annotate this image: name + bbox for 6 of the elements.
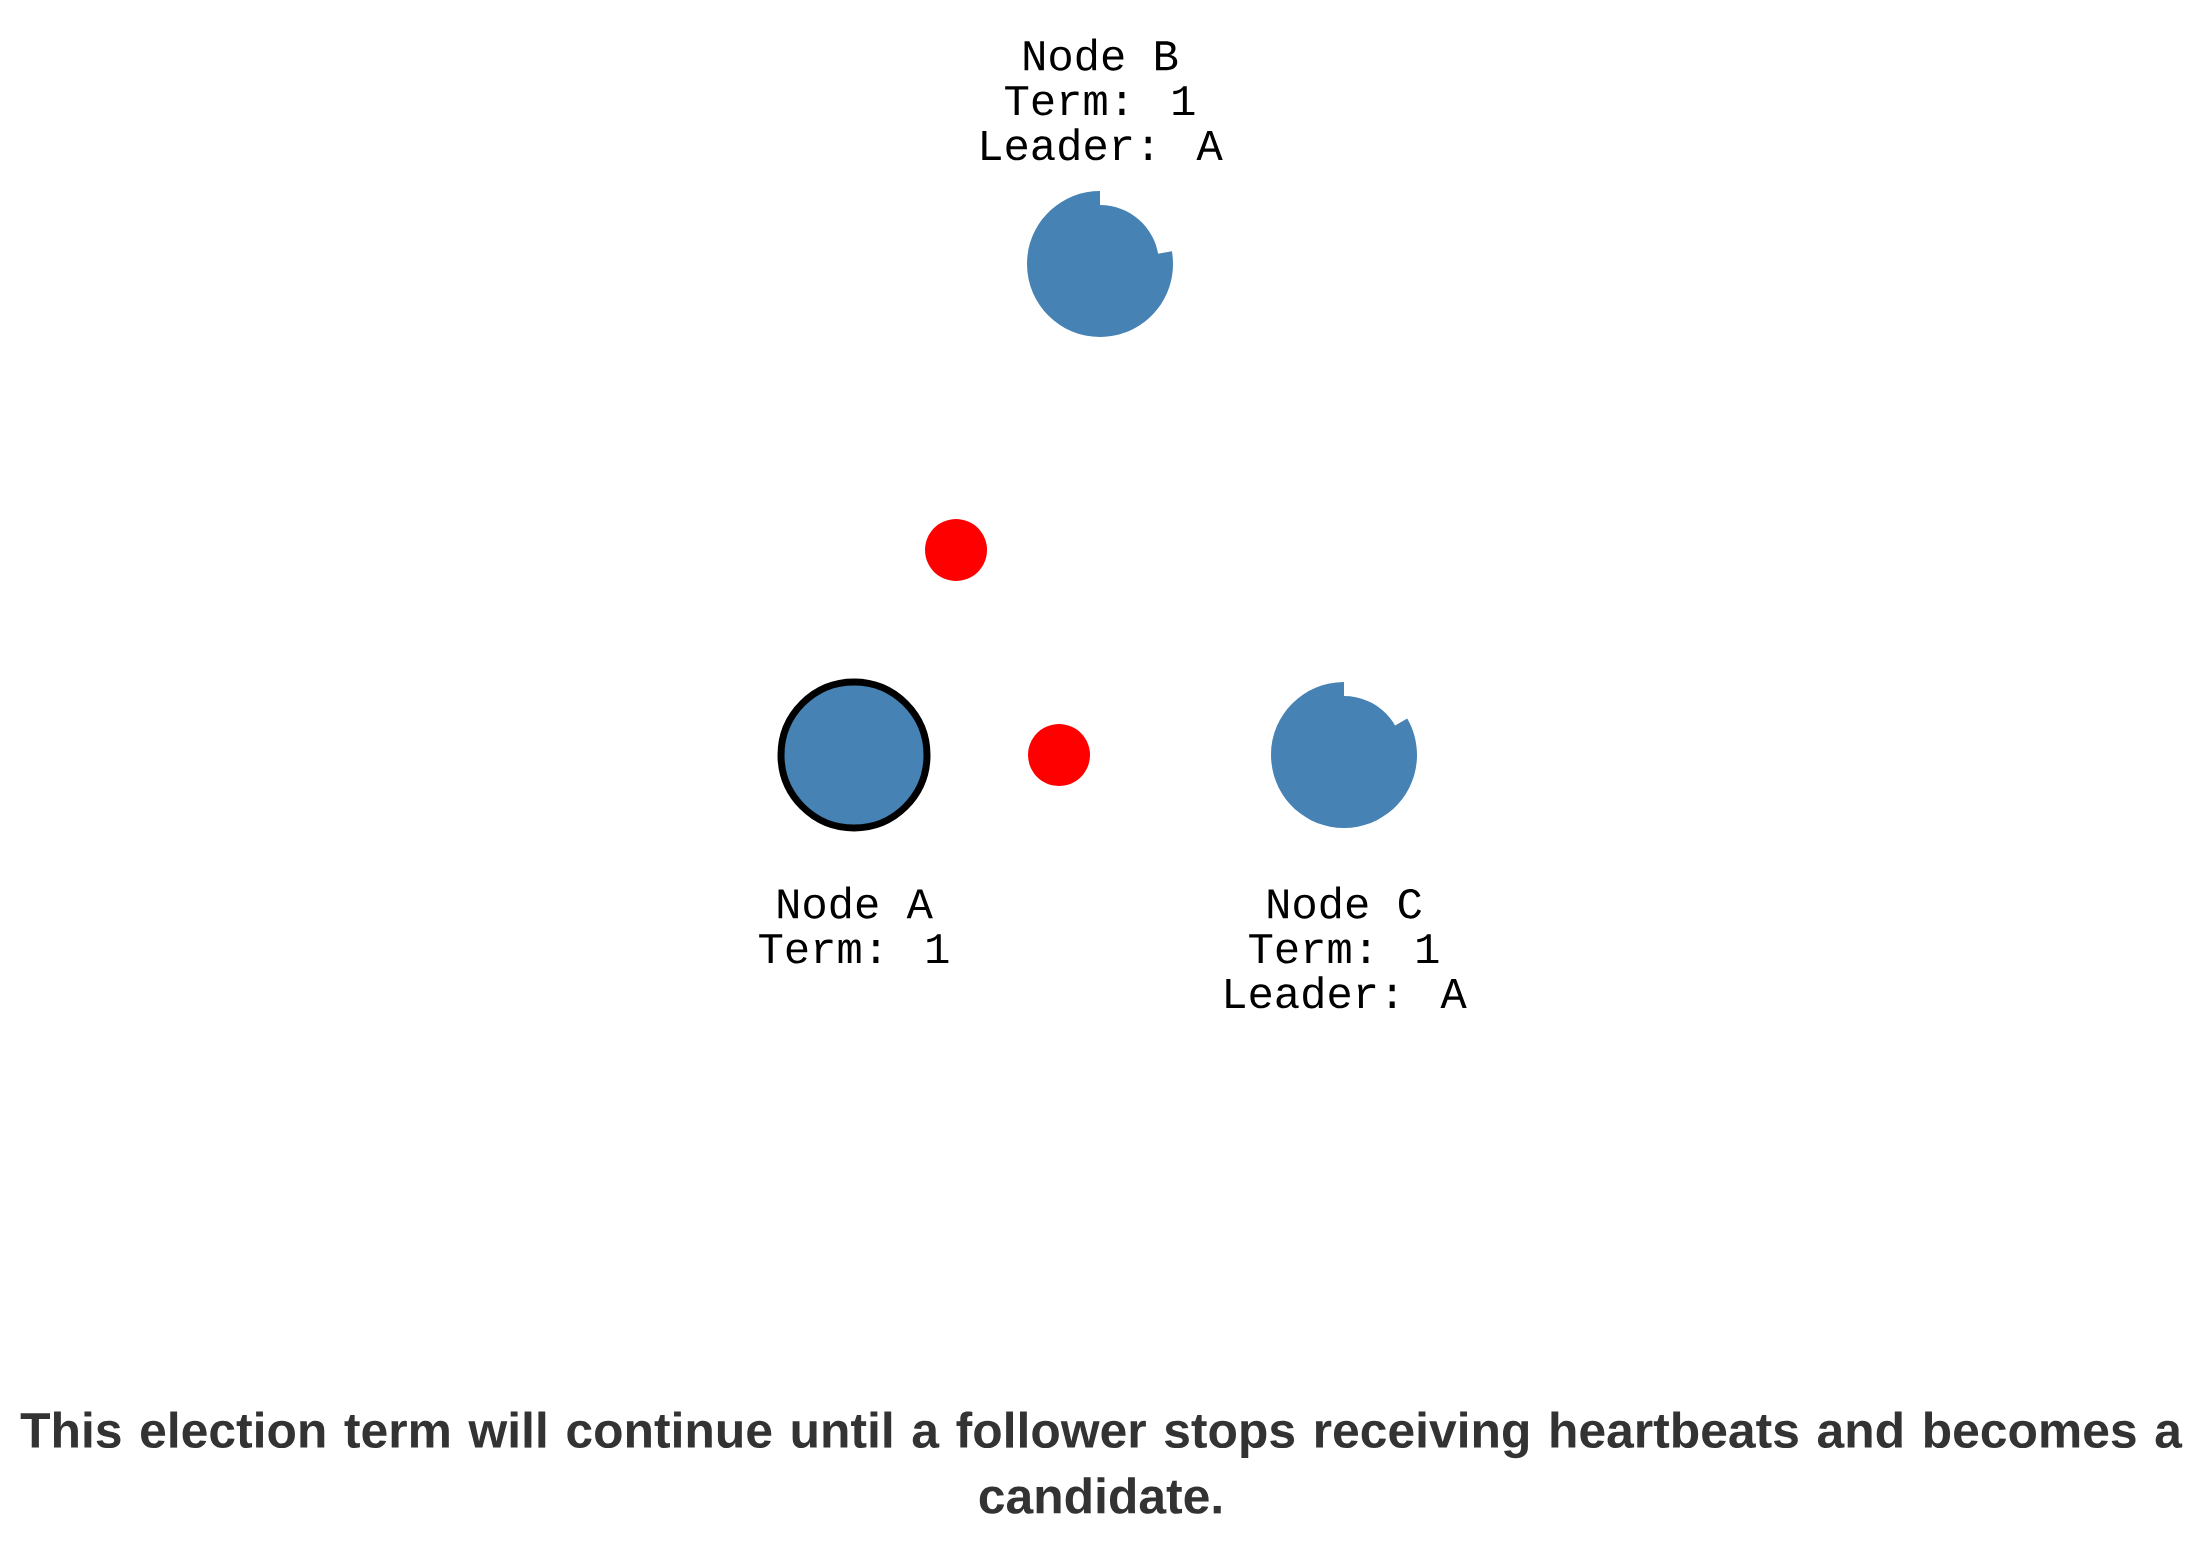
node-label: Node A Term: 1 (759, 886, 949, 964)
caption: This election term will continue until a follower stops receiving heartbeats and becomes a candidate. (20, 1411, 2183, 1514)
message-dot (1028, 724, 1090, 786)
message-dot (925, 519, 987, 581)
node-label: Node B Term: 1 Leader: A (982, 38, 1223, 161)
node-label: Node C Term: 1 Leader: A (1226, 886, 1467, 1009)
